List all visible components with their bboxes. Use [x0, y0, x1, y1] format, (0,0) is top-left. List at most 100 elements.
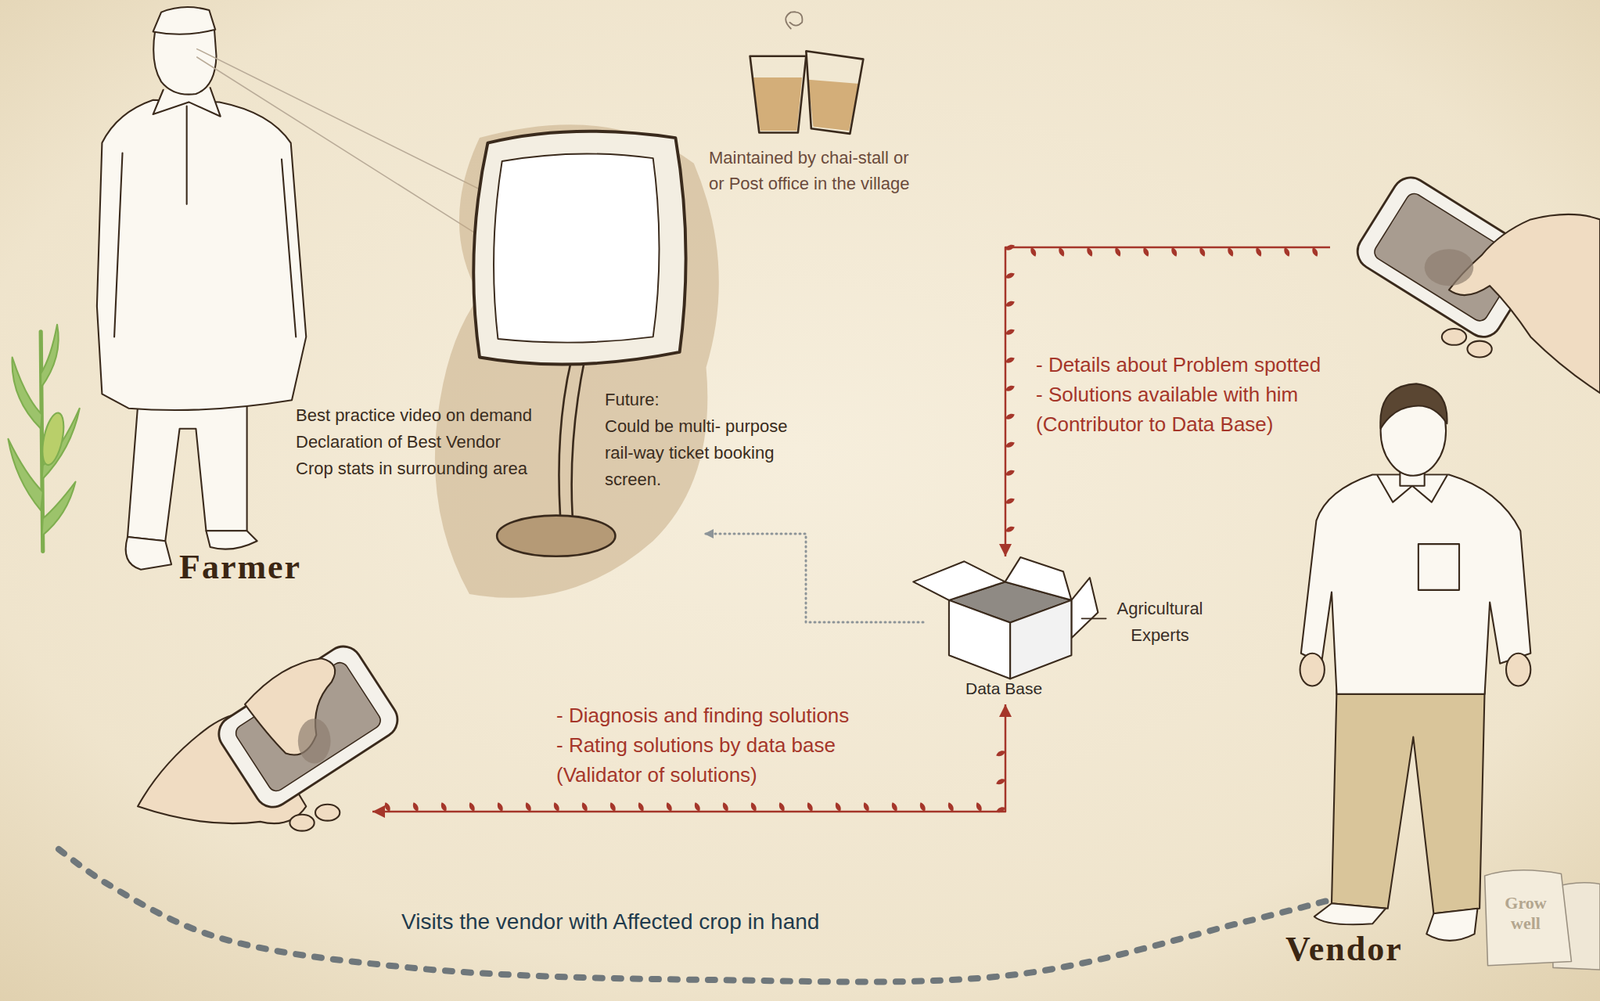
farmer-cap: [153, 7, 216, 35]
node-title: Farmer: [179, 547, 302, 587]
vendor-pants: [1331, 688, 1485, 914]
farmer-head: [153, 28, 216, 95]
vendor-hair: [1380, 383, 1447, 428]
vine-leaf: [1004, 271, 1016, 281]
vine-leaf: [1113, 246, 1122, 258]
vine-leaf: [918, 801, 928, 813]
vine-leaf: [1141, 246, 1151, 258]
farmer-pants: [127, 406, 248, 541]
sack: [1484, 870, 1572, 966]
farmer-foot: [205, 530, 257, 549]
vine-leaf: [1028, 246, 1038, 258]
steam: [785, 11, 802, 29]
corn-leaf: [41, 481, 76, 536]
dots-connector: [704, 533, 924, 623]
vine-leaf: [1004, 384, 1016, 393]
expert-note: Agricultural Experts: [1111, 595, 1209, 649]
vine-leaf: [1085, 246, 1094, 258]
vine-leaf: [974, 801, 984, 813]
vine-leaf: [411, 801, 421, 813]
corn-cob: [38, 410, 68, 467]
corn-leaf: [11, 356, 42, 428]
vendor-hand: [1300, 653, 1325, 687]
vine-leaf: [1004, 440, 1016, 450]
edge-label: - Diagnosis and finding solutions - Rati…: [556, 700, 856, 790]
vine-leaf: [1004, 243, 1016, 252]
farmer-phone: [212, 639, 405, 814]
vine-leaf: [1004, 327, 1016, 337]
vine-leaf: [1282, 246, 1291, 258]
feature-list: Best practice video on demand Declaratio…: [295, 402, 539, 482]
vine-leaf: [834, 801, 843, 813]
kiosk-stand: [558, 359, 572, 516]
vine-leaf: [439, 801, 449, 813]
sack-label: Grow well: [1498, 892, 1554, 934]
vine-leaf: [1057, 246, 1066, 258]
vine-leaf: [995, 805, 1007, 814]
vine-leaf: [862, 801, 871, 813]
kiosk-screen: Best practice video on demand Declaratio…: [438, 117, 705, 564]
thumb-shade: [298, 718, 331, 763]
vine-leaf: [995, 776, 1007, 786]
vendor-hand: [1448, 214, 1600, 393]
box-flap: [1005, 557, 1072, 601]
vine-leaf: [665, 801, 674, 813]
node-label: Data Base: [965, 678, 1043, 699]
thumb-shade: [1424, 248, 1475, 286]
vine-leaf: [995, 748, 1007, 758]
box-face: [949, 600, 1011, 679]
farmer-foot: [125, 536, 172, 570]
vine-leaf: [1254, 246, 1263, 258]
edge-group: [58, 247, 1331, 982]
vine-leaf: [721, 801, 730, 813]
vendor-figure: Vendor: [1330, 173, 1600, 970]
edge-label: Visits the vendor with Affected crop in …: [401, 907, 820, 936]
vine-leaf: [1226, 246, 1235, 258]
vine-leaf: [1004, 299, 1016, 309]
chai-glass: [750, 56, 807, 134]
vine-leaf: [467, 801, 477, 813]
kiosk-stand: [571, 359, 586, 516]
finger: [1441, 328, 1467, 346]
vine-leaf: [496, 801, 505, 813]
farmer-arm: [281, 158, 296, 337]
vendor-hand: [1506, 653, 1531, 687]
vine-leaf: [636, 801, 646, 813]
farmer-kurta: [97, 100, 306, 410]
database-box: Data BaseAgricultural Experts: [923, 556, 1087, 705]
vine-leaf: [693, 801, 702, 813]
vine-leaf: [1004, 355, 1016, 365]
farmer-figure: Farmer: [15, 3, 373, 849]
kiosk-base: [496, 515, 615, 557]
vine-leaf: [580, 801, 590, 813]
vine-leaf: [1197, 246, 1207, 258]
finger: [1466, 341, 1492, 358]
box-face: [1010, 600, 1072, 679]
vine-leaf: [890, 801, 899, 813]
kiosk-shadow: [435, 124, 720, 598]
vine-leaf: [946, 801, 956, 813]
vine-leaf: [1169, 246, 1179, 258]
vine-leaf: [749, 801, 759, 813]
finger: [289, 814, 314, 831]
kiosk-screen-glass: [493, 153, 659, 342]
shirt-pocket: [1418, 543, 1460, 590]
vine-leaf: [524, 801, 533, 813]
leaf-group: [383, 243, 1320, 814]
finger: [315, 804, 340, 821]
vendor-sandal: [1314, 902, 1386, 925]
chai-glass: [805, 50, 863, 134]
vine-leaf: [1004, 468, 1016, 478]
edge-label: - Details about Problem spotted - Soluti…: [1035, 349, 1327, 439]
vine-leaf: [1004, 412, 1016, 421]
vine-leaf: [777, 801, 787, 813]
box-flap: [1071, 577, 1098, 638]
corn-leaf: [40, 324, 59, 389]
steps-connector: [58, 848, 1331, 982]
vine-leaf: [1310, 246, 1320, 258]
corn-leaf: [7, 438, 43, 511]
vendor-shirt: [1301, 474, 1531, 694]
vine-leaf: [383, 801, 392, 813]
box-flap: [913, 560, 1005, 601]
